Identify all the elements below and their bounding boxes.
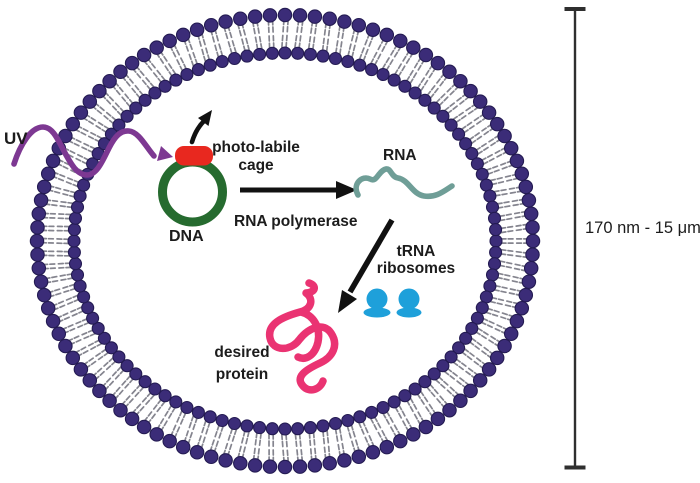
dna-label: DNA xyxy=(169,228,204,245)
scale-bar xyxy=(564,7,586,470)
transcription-arrowhead-icon xyxy=(336,181,357,199)
translation-arrowhead-icon xyxy=(338,290,357,313)
photo-labile-cage-label-line1: photo-labile xyxy=(212,139,300,156)
size-range-label: 170 nm - 15 μm xyxy=(585,219,700,237)
trna-label-line: tRNA xyxy=(396,243,436,260)
lipid-bilayer-membrane-icon xyxy=(29,7,541,475)
uv-wave-icon xyxy=(11,124,157,178)
photo-labile-cage-label: photo-labile cage xyxy=(208,139,304,175)
transcription-start-arrowhead-icon xyxy=(198,110,212,126)
ribosomes-label-line: ribosomes xyxy=(376,259,456,277)
desired-protein-label: desired protein xyxy=(209,342,275,386)
desired-protein-label-line2: protein xyxy=(215,366,269,383)
rna-polymerase-label: RNA polymerase xyxy=(234,213,358,230)
photolabile-cage-icon xyxy=(175,146,213,166)
ribosome-icon xyxy=(396,288,422,318)
transcription-start-arrow-icon xyxy=(189,118,207,145)
trna-ribosomes-label: tRNA ribosomes xyxy=(372,243,460,277)
uv-label: UV xyxy=(4,129,28,148)
protein-ribbon-icon xyxy=(265,279,339,394)
desired-protein-label-line1: desired xyxy=(214,344,270,361)
rna-label: RNA xyxy=(383,147,417,164)
translation-arrow-icon xyxy=(347,218,395,294)
uv-wave-arrowhead-icon xyxy=(157,146,173,161)
rna-icon xyxy=(353,166,455,200)
photo-labile-cage-label-line2: cage xyxy=(238,157,274,174)
ribosome-icon xyxy=(363,288,391,318)
